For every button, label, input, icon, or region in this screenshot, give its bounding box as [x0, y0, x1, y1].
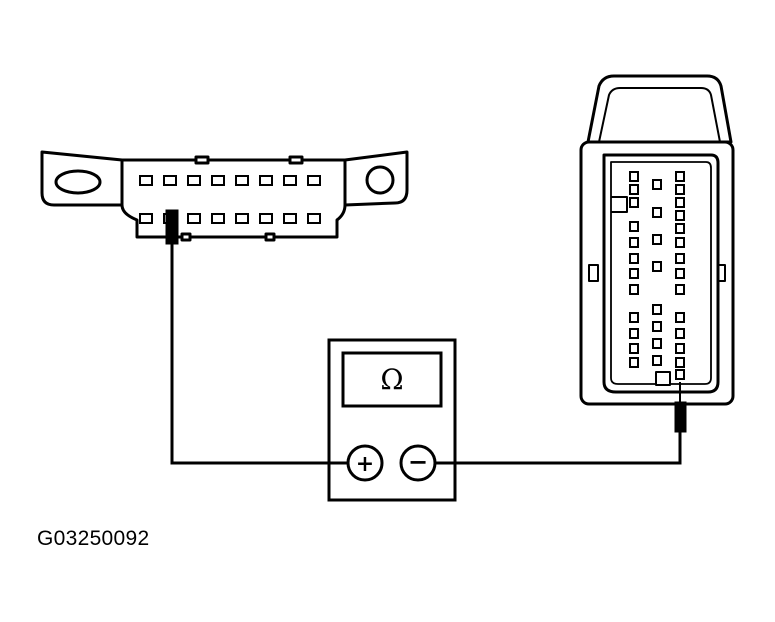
module-connector-pins: [629, 171, 685, 380]
module-pin: [675, 357, 685, 368]
dlc-bottom-key: [264, 232, 276, 242]
module-connector-latch-inner: [598, 87, 721, 143]
module-pin: [675, 328, 685, 339]
module-pin: [652, 179, 662, 190]
module-pin: [629, 237, 639, 248]
dlc-bottom-key: [180, 232, 192, 242]
module-pin: [652, 261, 662, 272]
module-pin: [675, 237, 685, 248]
module-pin: [675, 343, 685, 354]
dlc-pin: [187, 213, 201, 224]
module-pin: [675, 253, 685, 264]
dlc-pin: [187, 175, 201, 186]
dlc-pin: [139, 175, 153, 186]
module-pin: [675, 171, 685, 182]
module-pin: [675, 184, 685, 195]
module-pin: [629, 357, 639, 368]
dlc-pin: [235, 175, 249, 186]
dlc-connector: [40, 150, 409, 242]
module-pin: [629, 343, 639, 354]
module-pin: [629, 184, 639, 195]
figure-id: G03250092: [37, 527, 150, 550]
module-pin: [675, 223, 685, 234]
module-connector-rib: [588, 264, 599, 282]
positive-test-lead: [170, 230, 348, 465]
dlc-top-key: [288, 155, 304, 165]
module-connector-latch: [586, 74, 733, 144]
ohmmeter-display: [341, 351, 443, 408]
module-pin: [652, 207, 662, 218]
probes: [165, 209, 687, 433]
module-pin: [652, 304, 662, 315]
plus-sign: +: [356, 451, 374, 477]
negative-test-lead: [435, 425, 682, 465]
module-pin: [629, 284, 639, 295]
dlc-pin: [163, 175, 177, 186]
dlc-pin-rows: [139, 175, 321, 224]
module-pin: [675, 268, 685, 279]
module-connector-locating-tab: [611, 196, 628, 213]
module-pin: [629, 171, 639, 182]
positive-probe-tip: [165, 209, 179, 245]
module-connector-face-inner: [610, 161, 712, 385]
ohmmeter: [327, 338, 457, 502]
dlc-pin: [235, 213, 249, 224]
module-pin: [652, 355, 662, 366]
module-pin: [675, 312, 685, 323]
module-pin: [629, 328, 639, 339]
dlc-top-key: [194, 155, 210, 165]
module-pin: [652, 234, 662, 245]
module-pin: [629, 268, 639, 279]
dlc-body: [120, 158, 347, 239]
dlc-pin: [211, 175, 225, 186]
minus-sign: −: [408, 447, 428, 476]
dlc-pin: [307, 213, 321, 224]
module-pin: [675, 197, 685, 208]
dlc-pin: [211, 213, 225, 224]
module-pin: [675, 284, 685, 295]
module-pin: [675, 210, 685, 221]
dlc-pin: [283, 213, 297, 224]
dlc-pin: [307, 175, 321, 186]
module-pin: [629, 312, 639, 323]
dlc-pin: [259, 175, 273, 186]
module-connector: [579, 74, 735, 406]
ohmmeter-display-symbol: Ω: [380, 363, 403, 396]
negative-probe-tip: [674, 401, 687, 433]
dlc-pin: [139, 213, 153, 224]
module-pin: [629, 253, 639, 264]
module-pin: [652, 338, 662, 349]
module-pin: [652, 321, 662, 332]
module-pin: [629, 197, 639, 208]
module-connector-key: [655, 371, 671, 386]
module-pin: [675, 369, 685, 380]
dlc-left-mount-hole: [54, 169, 102, 195]
dlc-pin: [283, 175, 297, 186]
test-leads: [170, 230, 682, 465]
dlc-pin: [259, 213, 273, 224]
dlc-right-mount-hole: [365, 165, 395, 195]
module-pin: [629, 221, 639, 232]
